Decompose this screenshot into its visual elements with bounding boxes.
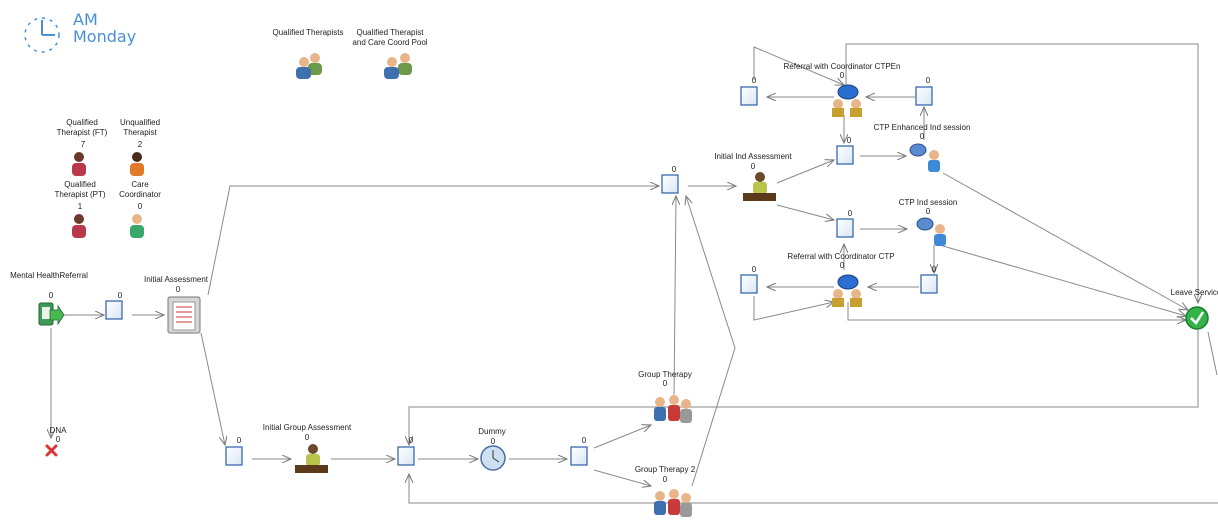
referral-coordinator-icon[interactable] xyxy=(832,84,862,117)
node-label: Dummy xyxy=(478,427,506,436)
queue-box[interactable] xyxy=(740,86,758,106)
queue-count: 0 xyxy=(671,165,677,174)
node-count: 0 xyxy=(839,71,845,80)
node-label: Initial Group Assessment xyxy=(262,423,352,432)
resource-count: 1 xyxy=(77,202,83,211)
resource-count: 7 xyxy=(80,140,86,149)
node-label: Referral with Coordinator CTP xyxy=(787,252,895,261)
queue-count: 0 xyxy=(931,265,937,274)
queue-count: 0 xyxy=(847,209,853,218)
queue-box[interactable] xyxy=(570,446,588,466)
queue-box[interactable] xyxy=(740,274,758,294)
coordinator-headset-icon[interactable] xyxy=(130,214,144,238)
resource-count: 0 xyxy=(137,202,143,211)
node-count: 0 xyxy=(662,379,668,388)
group-therapy-icon[interactable] xyxy=(654,395,692,423)
node-label: CTP Enhanced Ind session xyxy=(873,123,971,132)
connectors xyxy=(51,43,1218,504)
node-count: 0 xyxy=(55,435,61,444)
queue-count: 0 xyxy=(751,76,757,85)
node-count: 0 xyxy=(839,261,845,270)
queue-box[interactable] xyxy=(397,446,415,466)
assessor-desk-icon[interactable] xyxy=(743,172,776,201)
queue-box[interactable] xyxy=(225,446,243,466)
queue-box[interactable] xyxy=(836,218,854,238)
stopwatch-icon[interactable] xyxy=(480,445,506,471)
clock-label: AM Monday xyxy=(73,11,136,45)
node-count: 0 xyxy=(750,162,756,171)
people-pool-icon[interactable] xyxy=(384,53,412,79)
queue-count: 0 xyxy=(751,265,757,274)
queue-box[interactable] xyxy=(920,274,938,294)
queue-box[interactable] xyxy=(836,145,854,165)
node-count: 0 xyxy=(304,433,310,442)
session-chat-icon[interactable] xyxy=(909,143,940,172)
node-label: Group Therapy 2 xyxy=(634,465,696,474)
clock-icon xyxy=(24,17,60,53)
node-label: Initial Ind Assessment xyxy=(714,152,792,161)
dna-exit-icon[interactable] xyxy=(45,444,58,457)
clock-day: Monday xyxy=(73,27,137,46)
resource-count: 2 xyxy=(137,140,143,149)
node-count: 0 xyxy=(490,437,496,446)
node-label: CTP Ind session xyxy=(898,198,958,207)
queue-box[interactable] xyxy=(661,174,679,194)
queue-count: 0 xyxy=(581,436,587,445)
group-therapy-icon[interactable] xyxy=(654,489,692,517)
queue-count: 0 xyxy=(236,436,242,445)
assessor-desk-icon[interactable] xyxy=(295,444,328,473)
therapist-female-icon[interactable] xyxy=(72,214,86,238)
resource-label: Care Coordinator xyxy=(119,180,161,199)
node-count: 0 xyxy=(662,475,668,484)
node-label: Leave Service xyxy=(1170,288,1218,297)
queue-count: 0 xyxy=(846,136,852,145)
queue-count: 0 xyxy=(925,76,931,85)
queue-count: 0 xyxy=(117,291,123,300)
resource-label: Qualified Therapist (FT) xyxy=(56,118,108,137)
node-label: Mental HealthReferral xyxy=(10,271,88,280)
queue-count: 0 xyxy=(408,436,414,445)
pool-label: Qualified Therapists xyxy=(272,28,344,37)
referral-coordinator-icon[interactable] xyxy=(832,274,862,307)
resource-label: Unqualified Therapist xyxy=(119,118,161,137)
queue-box[interactable] xyxy=(105,300,123,320)
node-label: Initial Assessment xyxy=(143,275,209,284)
therapist-icon[interactable] xyxy=(130,152,144,176)
clipboard-icon[interactable] xyxy=(167,296,201,334)
pool-label: Qualified Therapist and Care Coord Pool xyxy=(352,28,428,47)
check-circle-icon[interactable] xyxy=(1185,306,1209,330)
session-chat-icon[interactable] xyxy=(916,217,946,246)
resource-label: Qualified Therapist (PT) xyxy=(54,180,106,199)
clock-period: AM xyxy=(73,10,98,29)
node-label: DNA xyxy=(49,426,67,435)
people-pool-icon[interactable] xyxy=(296,53,322,79)
referral-source-icon[interactable] xyxy=(38,302,65,326)
queue-box[interactable] xyxy=(915,86,933,106)
node-label: Group Therapy xyxy=(638,370,692,379)
node-count: 0 xyxy=(925,207,931,216)
node-count: 0 xyxy=(919,132,925,141)
queues xyxy=(105,86,938,466)
node-label: Referral with Coordinator CTPEn xyxy=(783,62,901,71)
node-count: 0 xyxy=(175,285,181,294)
therapist-female-icon[interactable] xyxy=(72,152,86,176)
node-count: 0 xyxy=(48,291,54,300)
